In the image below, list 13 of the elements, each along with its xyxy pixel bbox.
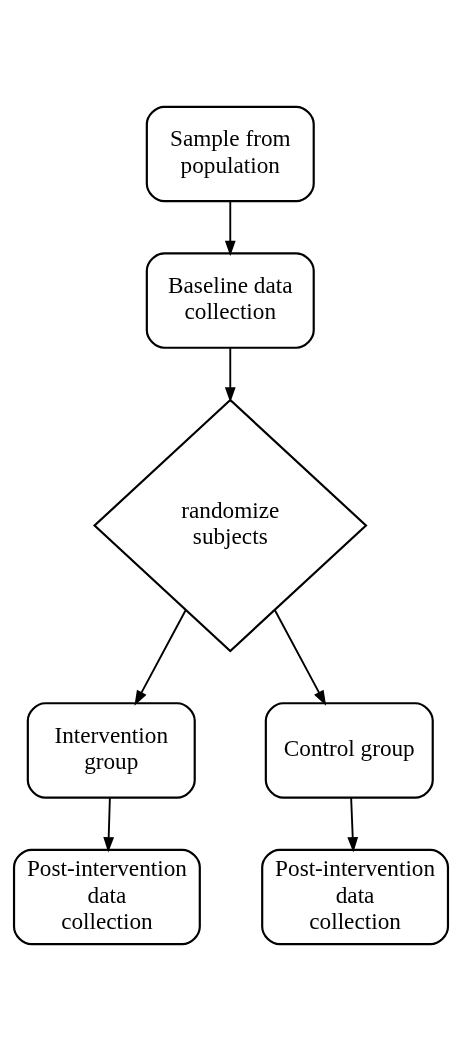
- arrow: [274, 608, 327, 706]
- node-box: Post-intervention data collection: [12, 848, 201, 945]
- node-box: Control group: [264, 701, 434, 799]
- node-box: Post-intervention data collection: [261, 848, 450, 945]
- arrow: [103, 796, 115, 852]
- arrow: [347, 796, 359, 852]
- node-diamond: randomize subjects: [92, 397, 368, 653]
- node-box: Sample from population: [145, 105, 315, 202]
- node-box: Baseline data collection: [145, 251, 315, 349]
- node-box: Intervention group: [26, 701, 196, 799]
- arrow: [134, 608, 187, 706]
- arrow: [224, 346, 236, 403]
- arrow: [224, 199, 236, 256]
